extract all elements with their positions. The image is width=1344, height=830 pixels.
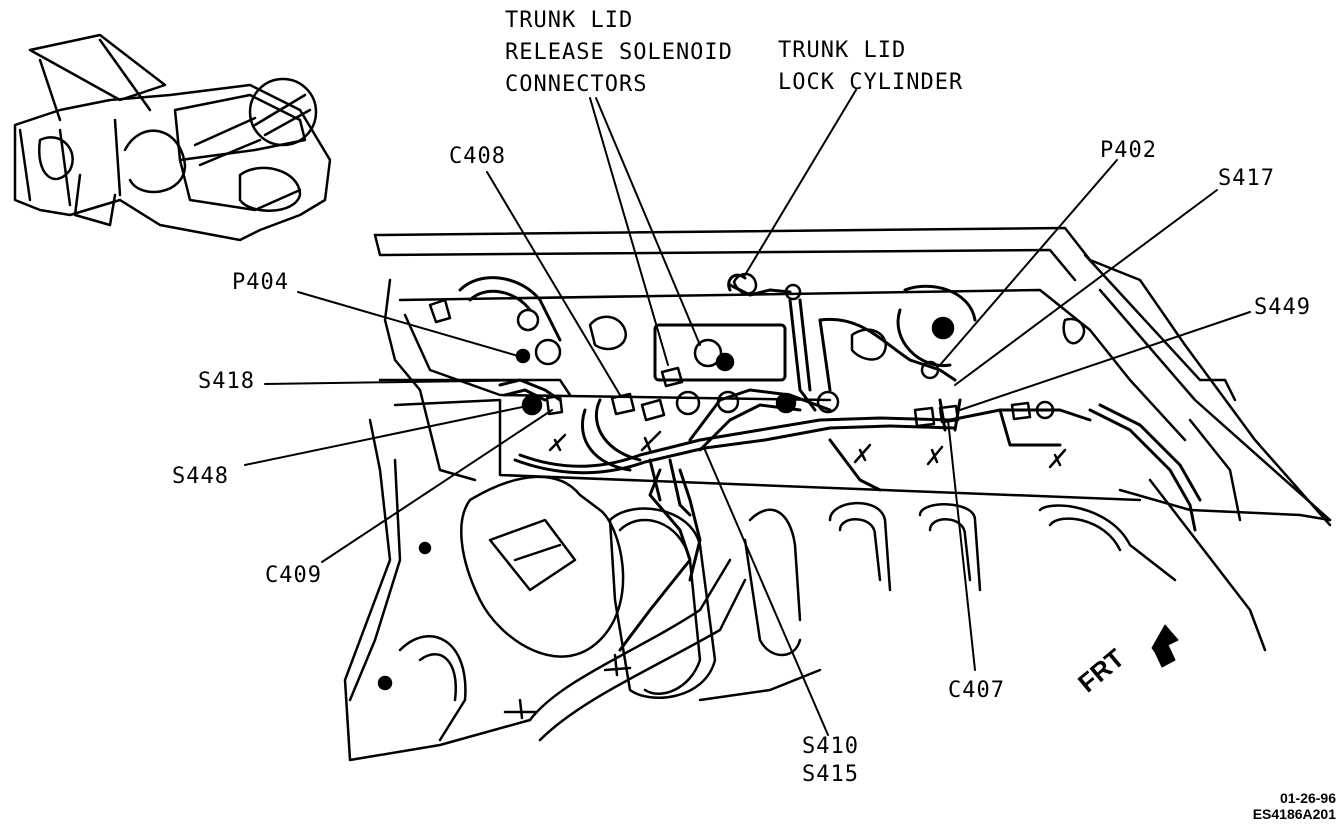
vehicle-inset <box>13 33 332 242</box>
connectors <box>428 272 1086 469</box>
label-s417: S417 <box>1218 166 1275 191</box>
label-s410-s415: S410 S415 <box>802 733 859 789</box>
figure-reference: 01-26-96 ES4186A201 <box>1253 790 1336 822</box>
front-arrow-icon <box>1151 624 1179 668</box>
label-line: TRUNK LID <box>778 38 907 63</box>
label-s410: S410 <box>802 734 859 759</box>
label-p404: P404 <box>232 270 289 295</box>
label-p402: P402 <box>1100 138 1157 163</box>
label-line: CONNECTORS <box>505 72 648 97</box>
leader-lines <box>244 89 1251 736</box>
figure-code: ES4186A201 <box>1252 806 1336 822</box>
figure-date: 01-26-96 <box>1279 790 1336 806</box>
label-line: TRUNK LID <box>505 8 634 33</box>
label-s448: S448 <box>172 464 229 489</box>
label-line: LOCK CYLINDER <box>778 70 964 95</box>
label-c409: C409 <box>265 563 322 588</box>
label-c408: C408 <box>449 144 506 169</box>
trunk-panel <box>343 226 1332 762</box>
label-trunk-lid-release-solenoid-connectors: TRUNK LID RELEASE SOLENOID CONNECTORS <box>505 5 733 101</box>
wiring-harness <box>458 273 1202 652</box>
label-s449: S449 <box>1254 295 1311 320</box>
label-s415: S415 <box>802 762 859 787</box>
label-s418: S418 <box>198 369 255 394</box>
trunk-floor <box>377 475 1177 742</box>
label-trunk-lid-lock-cylinder: TRUNK LID LOCK CYLINDER <box>778 35 963 99</box>
label-c407: C407 <box>948 678 1005 703</box>
label-line: RELEASE SOLENOID <box>505 40 733 65</box>
